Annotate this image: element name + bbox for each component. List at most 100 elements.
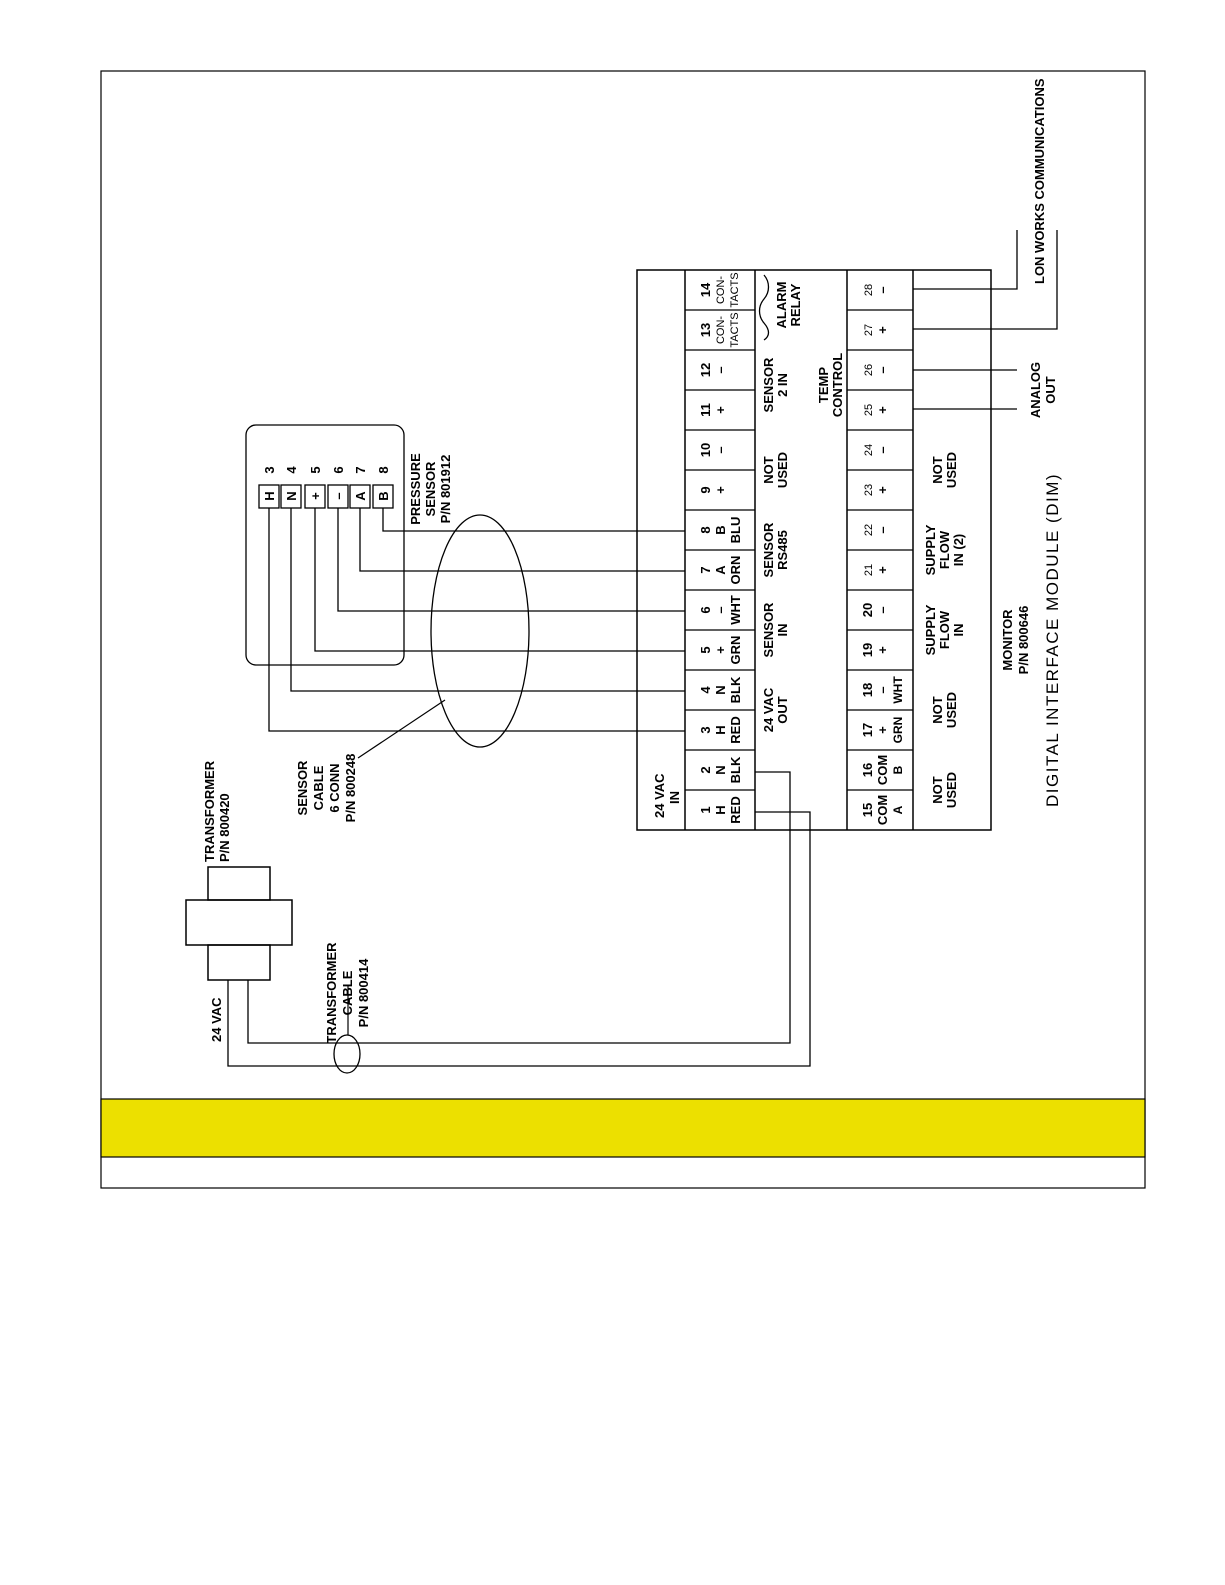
sensor-cable-wires: [268, 508, 685, 732]
alarm-relay-symbol: [758, 274, 770, 341]
top-group-label: RS485: [775, 530, 790, 570]
top-group-label: CONTROL: [830, 353, 845, 417]
dim-vac-in-line2: IN: [667, 791, 682, 804]
sensor-cable-label-line4: P/N 800248: [343, 754, 358, 823]
top-group-label: NOT: [761, 456, 776, 484]
bottom-terminal-number: 17: [860, 723, 875, 737]
bottom-terminal-symbol: –: [875, 526, 890, 533]
monitor-label-line2: P/N 800646: [1016, 606, 1031, 675]
transformer-lower-box: [207, 944, 271, 981]
top-terminal-number: 3: [698, 726, 713, 733]
top-group-label: SENSOR: [761, 357, 776, 413]
sensor-pin-number: 6: [331, 466, 346, 473]
monitor-label: MONITOR P/N 800646: [1000, 606, 1031, 675]
transformer-label: TRANSFORMER P/N 800420: [202, 760, 232, 862]
transformer-cable-label-line3: P/N 800414: [356, 958, 371, 1027]
bottom-terminal-symbol: +: [875, 566, 890, 574]
top-group-label: 24 VAC: [761, 687, 776, 732]
top-group-label: TEMP: [816, 367, 831, 403]
transformer-cable-label-line1: TRANSFORMER: [324, 942, 339, 1044]
top-terminal-symbol: +: [713, 406, 728, 414]
top-terminal-number: 5: [698, 646, 713, 653]
bottom-terminal-symbol: +: [875, 486, 890, 494]
wire-n: [290, 508, 685, 692]
transformer: [185, 866, 293, 981]
pressure-sensor-label: PRESSURE SENSOR P/N 801912: [408, 453, 453, 525]
bottom-terminal-number: 24: [863, 444, 875, 456]
top-terminal-symbol: N: [713, 685, 728, 694]
analog-out-label: ANALOG OUT: [1028, 362, 1058, 418]
top-group-label: OUT: [775, 696, 790, 724]
top-terminal-number: 2: [698, 766, 713, 773]
bottom-terminal-symbol: COM: [875, 755, 890, 785]
top-terminal-number: 9: [698, 486, 713, 493]
top-terminal-number: 6: [698, 606, 713, 613]
top-terminal-number: 8: [698, 526, 713, 533]
sensor-cable-label-line3: 6 CONN: [327, 763, 342, 812]
top-terminal-number: 11: [698, 403, 713, 417]
transformer-cable-ring: [333, 1034, 361, 1074]
top-terminal-symbol: B: [713, 525, 728, 534]
sensor-cable-label-line2: CABLE: [311, 765, 326, 810]
sensor-pin-number: 4: [284, 466, 299, 474]
sensor-cable-ring: [430, 514, 530, 748]
bottom-terminal-number: 27: [863, 324, 875, 336]
top-terminal-symbol: CON-: [715, 276, 727, 304]
top-terminal-symbol: –: [713, 366, 728, 373]
wire-a: [359, 508, 685, 572]
sensor-pin-letter: N: [284, 491, 299, 500]
bottom-group-label: IN (2): [951, 534, 966, 567]
top-terminal-number: 4: [698, 686, 713, 694]
top-terminal-number: 12: [698, 363, 713, 377]
bottom-terminal-symbol: +: [875, 326, 890, 334]
bottom-terminal-number: 15: [860, 803, 875, 817]
bottom-terminal-number: 26: [863, 364, 875, 376]
top-terminal-color: WHT: [728, 595, 743, 625]
top-group-label: USED: [775, 452, 790, 488]
bottom-group-label: USED: [944, 692, 959, 728]
bottom-terminal-symbol: +: [875, 726, 890, 734]
top-terminal-symbol: A: [713, 565, 728, 575]
transformer-cable-label: TRANSFORMER CABLE P/N 800414: [324, 942, 371, 1044]
sensor-pin-letter: H: [262, 491, 277, 500]
wire-h: [268, 508, 685, 732]
top-terminal-symbol: CON-: [715, 316, 727, 344]
bottom-group-label: USED: [944, 772, 959, 808]
top-group-label: SENSOR: [761, 602, 776, 658]
bottom-terminal-color: A: [891, 805, 905, 814]
analog-out-line2: OUT: [1043, 376, 1058, 404]
bottom-terminal-number: 19: [860, 643, 875, 657]
top-terminal-color: ORN: [728, 556, 743, 585]
top-terminal-symbol: –: [713, 606, 728, 613]
bottom-terminal-number: 18: [860, 683, 875, 697]
analog-out-line1: ANALOG: [1028, 362, 1043, 418]
dim-vac-in-label: 24 VAC IN: [652, 773, 682, 818]
sensor-pin-letter: +: [308, 492, 323, 500]
top-group-label: ALARM: [774, 282, 789, 329]
sensor-pin-letter: B: [376, 491, 391, 500]
page-frame: [100, 70, 1146, 1189]
top-terminal-number: 14: [698, 282, 713, 297]
bottom-terminal-symbol: –: [875, 606, 890, 613]
bottom-group-label: NOT: [930, 776, 945, 804]
output-wires: [913, 230, 1058, 410]
top-terminal-color: TACTS: [729, 272, 741, 307]
top-terminal-number: 7: [698, 566, 713, 573]
bottom-terminal-number: 23: [863, 484, 875, 496]
bottom-terminal-number: 25: [863, 404, 875, 416]
bottom-terminal-symbol: +: [875, 406, 890, 414]
top-terminal-symbol: H: [713, 805, 728, 814]
top-group-label: SENSOR: [761, 522, 776, 578]
top-terminal-color: BLK: [728, 676, 743, 703]
sensor-pin-number: 8: [376, 466, 391, 473]
wire-transformer-right: [247, 771, 791, 1044]
bottom-group-label: SUPPLY: [923, 604, 938, 655]
top-terminal-symbol: –: [713, 446, 728, 453]
dim-outer-box: [636, 269, 992, 831]
